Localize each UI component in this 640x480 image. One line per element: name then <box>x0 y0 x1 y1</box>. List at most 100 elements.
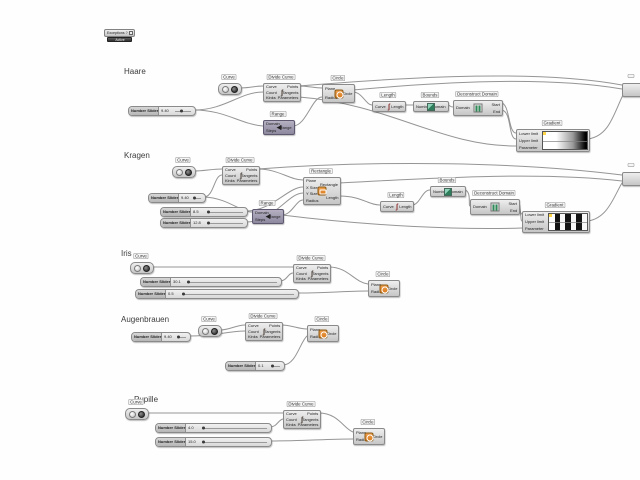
input-port[interactable]: Kinks <box>286 422 296 428</box>
slider-rail[interactable] <box>178 337 186 338</box>
output-port[interactable]: Parameters <box>277 95 298 101</box>
slider-grip[interactable] <box>207 210 210 214</box>
input-port[interactable]: Upper limit <box>519 138 539 143</box>
output-port[interactable]: Parameters <box>297 422 318 428</box>
input-port[interactable]: Plane <box>310 327 321 332</box>
output-port[interactable]: Tangents <box>240 173 257 178</box>
input-port[interactable]: Domain <box>473 204 487 209</box>
output-port[interactable]: Range <box>269 214 281 219</box>
pupille-curve-param-node[interactable] <box>125 408 149 420</box>
input-port[interactable]: Plane <box>371 282 382 287</box>
output-port[interactable]: End <box>492 109 500 114</box>
output-port[interactable]: Start <box>491 102 500 107</box>
output-port[interactable]: Points <box>286 84 298 89</box>
input-port[interactable]: Radius <box>371 289 384 295</box>
input-port[interactable]: Upper limit <box>525 219 545 224</box>
input-port[interactable]: Kinks <box>296 276 306 282</box>
output-port[interactable]: Start <box>508 201 517 206</box>
slider-rail[interactable] <box>202 428 267 429</box>
output-port[interactable]: Parameters <box>236 178 257 184</box>
input-port[interactable]: Parameter <box>525 226 544 231</box>
slider-rail[interactable] <box>207 212 243 213</box>
output-port[interactable]: Tangents <box>281 90 298 95</box>
kragen-edge-node-node[interactable] <box>622 172 640 186</box>
iris-curve-param-node[interactable] <box>130 262 154 274</box>
input-port[interactable]: Domain <box>456 105 470 110</box>
output-port[interactable]: Domain <box>449 189 463 194</box>
gradient-strip[interactable] <box>542 131 588 150</box>
output-port[interactable]: Parameters <box>259 334 280 340</box>
input-port[interactable]: Lower limit <box>525 212 545 218</box>
output-port[interactable]: Circle <box>386 286 397 291</box>
slider-rail[interactable] <box>195 198 201 199</box>
slider-grip[interactable] <box>182 292 185 296</box>
output-port[interactable]: Domain <box>432 104 446 109</box>
input-port[interactable]: Steps <box>266 128 277 133</box>
input-port[interactable]: Radius <box>310 334 323 340</box>
slider-grip[interactable] <box>202 426 205 430</box>
input-port[interactable]: Y Size <box>306 191 318 197</box>
input-port[interactable]: Steps <box>255 217 266 222</box>
input-port[interactable]: Radius <box>356 437 369 443</box>
input-port[interactable]: Curve <box>286 411 297 416</box>
input-port[interactable]: Curve <box>296 265 307 270</box>
input-port[interactable]: Count <box>248 329 259 334</box>
input-port[interactable]: Curve <box>383 204 394 209</box>
slider-grip[interactable] <box>271 364 275 368</box>
slider-grip[interactable] <box>180 109 184 113</box>
input-port[interactable]: Numbers <box>433 189 450 194</box>
haare-curve-param-node[interactable] <box>218 83 242 95</box>
output-port[interactable]: Parameters <box>307 276 328 282</box>
kragen-curve-param-node[interactable] <box>172 166 196 178</box>
input-port[interactable]: Plane <box>356 430 367 435</box>
input-port[interactable]: Kinks <box>266 95 276 101</box>
input-port[interactable]: Curve <box>248 323 259 328</box>
input-port[interactable]: Curve <box>225 167 236 172</box>
slider-rail[interactable] <box>207 223 243 224</box>
output-port[interactable]: Tangents <box>263 329 280 334</box>
input-port[interactable]: Domain <box>255 210 269 216</box>
input-port[interactable]: Numbers <box>416 104 433 109</box>
input-port[interactable]: Curve <box>375 104 386 109</box>
augenbrauen-curve-param-node[interactable] <box>198 325 222 337</box>
slider-rail[interactable] <box>272 366 280 367</box>
solver-widget-header[interactable]: Exceptions ? <box>104 29 135 37</box>
output-port[interactable]: Circle <box>325 331 336 336</box>
input-port[interactable]: X Size <box>306 185 318 190</box>
output-port[interactable]: Rectangle <box>319 182 338 187</box>
output-port[interactable]: Tangents <box>311 271 328 276</box>
input-port[interactable]: Count <box>296 271 307 276</box>
checkbox-icon[interactable] <box>129 31 133 35</box>
slider-grip[interactable] <box>187 280 190 284</box>
output-port[interactable]: Tangents <box>301 417 318 422</box>
output-port[interactable]: Points <box>268 323 280 328</box>
output-port[interactable]: Circle <box>371 434 382 439</box>
gradient-strip[interactable] <box>548 213 588 231</box>
output-port[interactable]: Length <box>390 104 403 109</box>
input-port[interactable]: Kinks <box>248 334 258 340</box>
output-port[interactable]: Length <box>398 204 411 209</box>
input-port[interactable]: Parameter <box>519 145 538 150</box>
output-port[interactable]: Points <box>306 411 318 416</box>
input-port[interactable]: Lower limit <box>519 131 539 136</box>
input-port[interactable]: Radius <box>306 198 319 203</box>
